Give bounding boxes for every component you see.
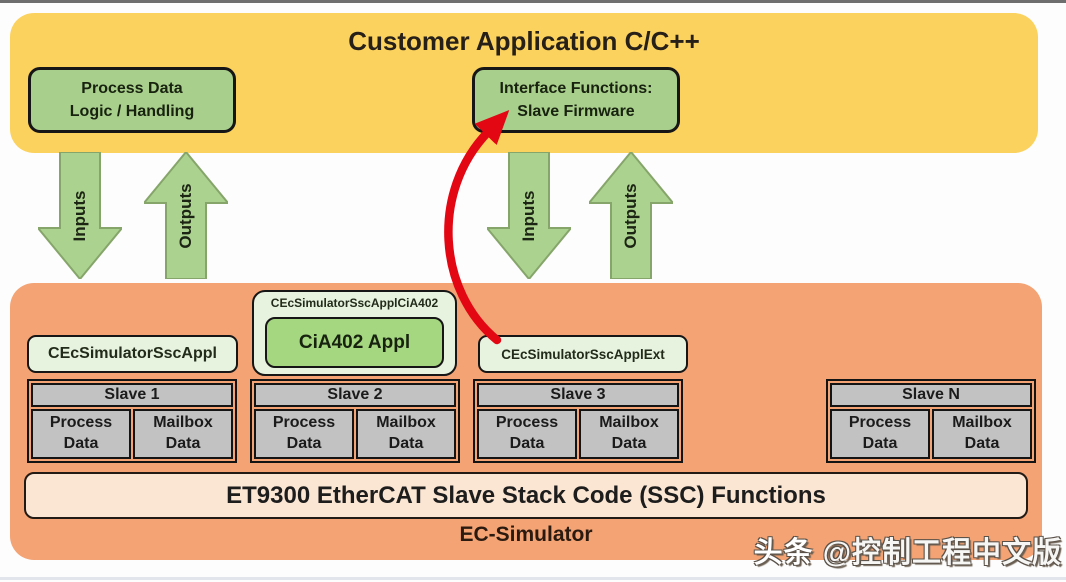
inputs-arrow-left: Inputs — [38, 152, 122, 279]
cec-simulator-ssc-appl-ext-box: CEcSimulatorSscApplExt — [478, 335, 688, 373]
slave-3-cells: Process Data Mailbox Data — [477, 409, 679, 459]
process-data-line1: Process — [495, 414, 559, 432]
process-data-line1: Process — [49, 414, 113, 432]
process-data-line2: Data — [63, 435, 99, 452]
process-box-line1: Process Data — [81, 79, 183, 97]
watermark-handle: @控制工程中文版 — [822, 537, 1062, 569]
customer-application-title: Customer Application C/C++ — [348, 26, 700, 56]
arrow-up-icon — [144, 152, 228, 279]
slave-3-process-data-cell: Process Data — [477, 409, 577, 459]
slave-1-cells: Process Data Mailbox Data — [31, 409, 233, 459]
slave-1-process-data-cell: Process Data — [31, 409, 131, 459]
slave-2-title: Slave 2 — [254, 383, 456, 407]
mailbox-data-line2: Data — [611, 435, 647, 452]
slave-n-process-data-cell: Process Data — [830, 409, 930, 459]
process-data-line2: Data — [509, 435, 545, 452]
outputs-arrow-left: Outputs — [144, 152, 228, 279]
ec-simulator-block: CEcSimulatorSscAppl CEcSimulatorSscApplC… — [10, 283, 1042, 560]
mailbox-data-line2: Data — [165, 435, 201, 452]
ssc-functions-label: ET9300 EtherCAT Slave Stack Code (SSC) F… — [226, 481, 826, 509]
mailbox-data-line1: Mailbox — [376, 414, 436, 432]
interface-box-line2: Slave Firmware — [517, 103, 635, 120]
slave-1-table: Slave 1 Process Data Mailbox Data — [27, 379, 237, 463]
outputs-arrow-label: Outputs — [621, 182, 640, 249]
slave-n-title: Slave N — [830, 383, 1032, 407]
mailbox-data-line1: Mailbox — [952, 414, 1012, 432]
slave-n-mailbox-data-cell: Mailbox Data — [932, 409, 1032, 459]
cec-simulator-ssc-appl-box: CEcSimulatorSscAppl — [27, 335, 238, 373]
slave-2-cells: Process Data Mailbox Data — [254, 409, 456, 459]
cia402-appl-label: CiA402 Appl — [298, 331, 411, 353]
outputs-arrow-right: Outputs — [589, 152, 673, 279]
slave-n-cells: Process Data Mailbox Data — [830, 409, 1032, 459]
interface-box-line1: Interface Functions: — [499, 79, 653, 97]
ec-simulator-label: EC-Simulator — [459, 523, 593, 546]
process-data-line2: Data — [286, 435, 322, 452]
mailbox-data-line2: Data — [388, 435, 424, 452]
customer-application-block: Customer Application C/C++ Process Data … — [10, 13, 1038, 153]
arrow-down-icon — [487, 152, 571, 279]
slave-n-table: Slave N Process Data Mailbox Data — [826, 379, 1036, 463]
slave-1-mailbox-data-cell: Mailbox Data — [133, 409, 233, 459]
arrow-down-icon — [38, 152, 122, 279]
cec-simulator-ssc-appl-label: CEcSimulatorSscAppl — [48, 345, 217, 362]
slave-3-table: Slave 3 Process Data Mailbox Data — [473, 379, 683, 463]
process-data-logic-box: Process Data Logic / Handling — [28, 67, 236, 133]
cec-simulator-ssc-appl-cia402-box: CEcSimulatorSscApplCiA402 CiA402 Appl — [252, 290, 457, 376]
bottom-edge-line — [0, 577, 1066, 580]
slave-1-title: Slave 1 — [31, 383, 233, 407]
process-box-line2: Logic / Handling — [69, 103, 195, 120]
outputs-arrow-label: Outputs — [176, 182, 195, 249]
mailbox-data-line1: Mailbox — [599, 414, 659, 432]
process-data-line1: Process — [272, 414, 336, 432]
red-callback-arrow-icon — [444, 109, 510, 345]
slave-2-table: Slave 2 Process Data Mailbox Data — [250, 379, 460, 463]
slave-2-process-data-cell: Process Data — [254, 409, 354, 459]
mailbox-data-line1: Mailbox — [153, 414, 213, 432]
mailbox-data-line2: Data — [964, 435, 1000, 452]
arrow-up-icon — [589, 152, 673, 279]
inputs-arrow-label: Inputs — [70, 190, 89, 241]
ssc-functions-bar: ET9300 EtherCAT Slave Stack Code (SSC) F… — [24, 472, 1028, 519]
watermark-brand: 头条 — [753, 537, 814, 569]
inputs-arrow-right: Inputs — [487, 152, 571, 279]
cec-simulator-ssc-appl-ext-label: CEcSimulatorSscApplExt — [501, 346, 665, 362]
slave-3-mailbox-data-cell: Mailbox Data — [579, 409, 679, 459]
top-edge-line — [0, 0, 1066, 3]
process-data-line2: Data — [862, 435, 898, 452]
slave-2-mailbox-data-cell: Mailbox Data — [356, 409, 456, 459]
process-data-line1: Process — [848, 414, 912, 432]
watermark: 头条 @控制工程中文版 — [754, 529, 1062, 571]
cia402-outer-label: CEcSimulatorSscApplCiA402 — [270, 296, 439, 310]
slave-3-title: Slave 3 — [477, 383, 679, 407]
cia402-appl-box: CiA402 Appl — [265, 317, 444, 368]
